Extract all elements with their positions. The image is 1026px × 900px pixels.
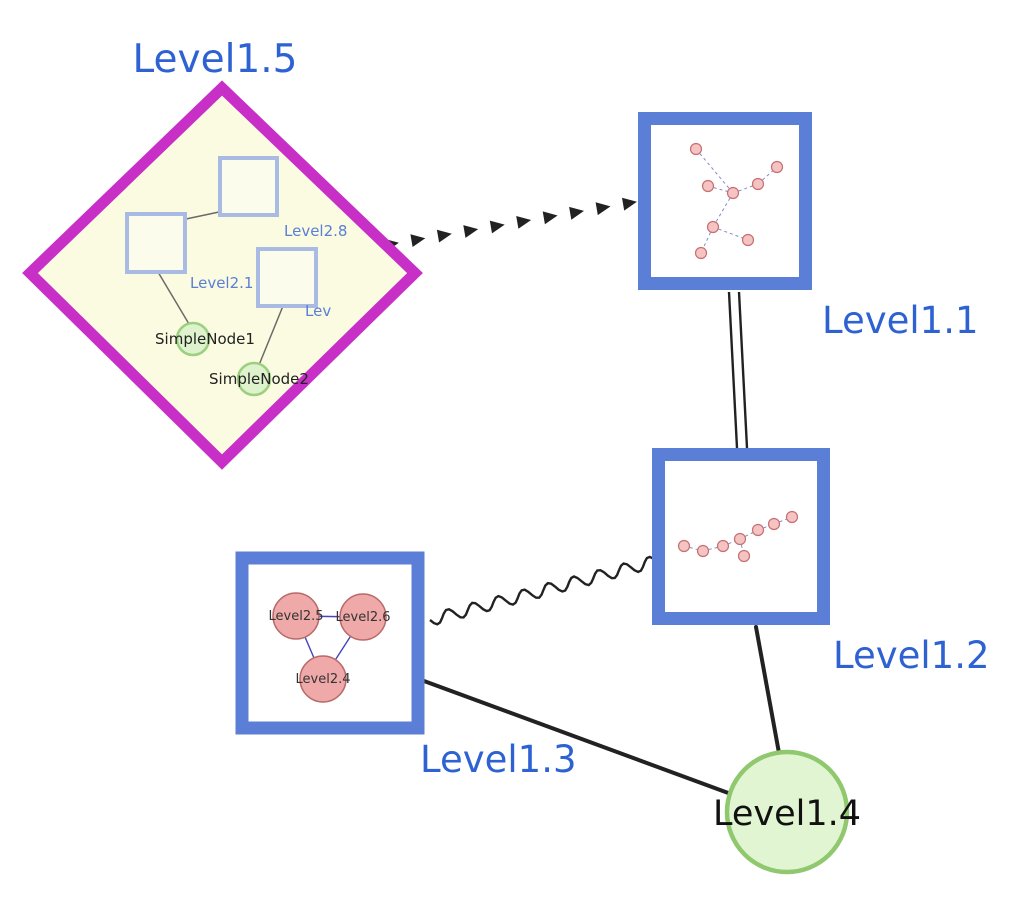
level13-box[interactable]: [235, 551, 425, 735]
edge-level12-level14[interactable]: [754, 625, 781, 755]
mini-graph-node[interactable]: [701, 179, 715, 193]
node-level2-8[interactable]: [218, 156, 279, 217]
node-level1-1[interactable]: [638, 112, 812, 290]
mini-graph-node[interactable]: [733, 532, 747, 546]
node-simplenode1[interactable]: [175, 321, 211, 357]
arrow-dash: [489, 220, 505, 234]
edge-level13-level14[interactable]: [422, 679, 733, 796]
mini-graph-edge[interactable]: [707, 185, 734, 194]
arrow-dash: [436, 229, 452, 243]
mini-graph-node[interactable]: [706, 220, 720, 234]
mini-graph-node[interactable]: [785, 510, 799, 524]
inner-edge-sq1-simplenode1[interactable]: [157, 271, 190, 325]
label-level1-3: Level1.3: [420, 738, 577, 781]
arrow-dash: [622, 197, 637, 211]
mini-graph-node[interactable]: [741, 233, 755, 247]
level12-inner-graph: [677, 510, 799, 563]
level11-box[interactable]: [638, 112, 812, 290]
inner-edge-sq8-sq1[interactable]: [185, 211, 220, 220]
arrow-dash: [463, 225, 479, 238]
label-level2-8: Level2.8: [284, 222, 347, 240]
label-simplenode1: SimpleNode1: [155, 330, 255, 348]
label-level2-6: Level2.6: [336, 610, 391, 625]
label-simplenode2: SimpleNode2: [209, 370, 309, 388]
mini-graph-node[interactable]: [770, 160, 784, 174]
node-level2-5[interactable]: [272, 592, 320, 640]
arrow-dash: [569, 206, 584, 220]
mini-graph-node[interactable]: [726, 186, 740, 200]
node-level2-x[interactable]: [256, 247, 318, 308]
label-level1-1: Level1.1: [822, 299, 979, 342]
mini-graph-node[interactable]: [751, 177, 765, 191]
double-edge-line-2: [737, 291, 749, 449]
mini-graph-node[interactable]: [751, 523, 765, 537]
mini-graph-node[interactable]: [716, 539, 730, 553]
label-level2-5: Level2.5: [269, 609, 324, 624]
mini-graph-node[interactable]: [767, 517, 781, 531]
label-level1-2: Level1.2: [833, 634, 990, 677]
node-level1-3[interactable]: Level2.5 Level2.6 Level2.4: [235, 551, 425, 735]
edge-level11-level12[interactable]: [727, 291, 749, 449]
mini-graph-edge[interactable]: [757, 166, 778, 185]
mini-graph-edge[interactable]: [712, 226, 749, 241]
mini-graph-edge[interactable]: [700, 226, 714, 254]
arrow-dash: [410, 234, 426, 247]
edge-level15-level11[interactable]: [384, 197, 637, 252]
label-level2-4: Level2.4: [296, 672, 351, 687]
node-level2-4[interactable]: [299, 655, 347, 703]
mini-graph-node[interactable]: [677, 539, 691, 553]
arrow-dash: [542, 211, 558, 225]
diamond-shape[interactable]: [22, 80, 423, 470]
edge-level13-level12[interactable]: [429, 555, 658, 626]
mini-graph-node[interactable]: [696, 544, 710, 558]
node-level2-1[interactable]: [125, 212, 187, 274]
label-level1-4: Level1.4: [713, 794, 861, 834]
label-level1-5: Level1.5: [133, 37, 298, 82]
arrow-dash: [595, 202, 611, 216]
level14-circle[interactable]: [724, 749, 850, 875]
label-level2-1: Level2.1: [190, 274, 253, 292]
level11-inner-graph: [689, 142, 784, 260]
arrow-dash: [516, 216, 532, 229]
mini-graph-edge[interactable]: [732, 183, 759, 194]
node-level1-5[interactable]: Level2.8 Level2.1 Lev SimpleNode1 Simple…: [22, 80, 423, 470]
node-simplenode2[interactable]: [236, 361, 272, 397]
inner-edge-sqx-simplenode2[interactable]: [258, 305, 284, 366]
node-level2-6[interactable]: [339, 593, 387, 641]
node-level1-4[interactable]: Level1.4: [713, 749, 861, 875]
mini-graph-edge[interactable]: [712, 192, 734, 228]
mini-graph-node[interactable]: [737, 549, 751, 563]
mini-graph-node[interactable]: [694, 246, 708, 260]
mini-graph-node[interactable]: [689, 142, 703, 156]
node-level1-2[interactable]: [652, 448, 830, 625]
double-edge-line-1: [727, 291, 739, 449]
label-level2-x: Lev: [305, 302, 331, 320]
